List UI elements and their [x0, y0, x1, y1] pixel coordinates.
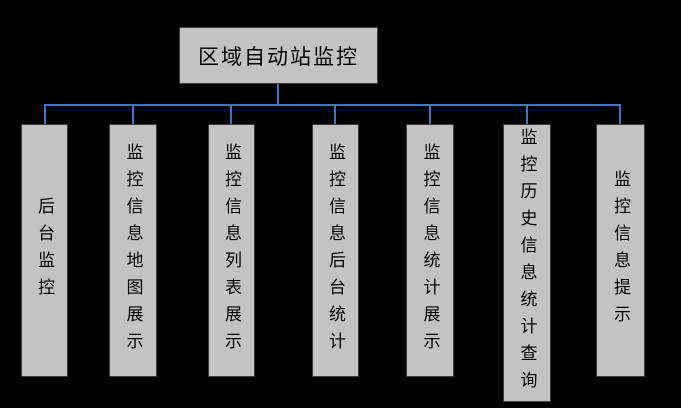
child-node-list-display: 监控信息列表展示 [208, 124, 255, 377]
child-node-backend-statistics: 监控信息后台统计 [312, 124, 359, 377]
root-node: 区域自动站监控 [179, 27, 378, 84]
child-node-history-statistics-query: 监控历史信息统计查询 [503, 124, 551, 402]
connector-root-drop [277, 84, 279, 106]
connector-horizontal-bus [44, 104, 621, 106]
connector-drop-4 [334, 104, 336, 124]
root-node-label: 区域自动站监控 [198, 44, 359, 69]
child-node-backend-monitoring: 后台监控 [21, 124, 68, 377]
child-node-label: 监控信息提示 [611, 169, 630, 332]
child-node-info-prompt: 监控信息提示 [596, 124, 645, 377]
child-node-label: 监控信息统计展示 [420, 142, 440, 359]
connector-drop-7 [619, 104, 621, 124]
child-node-label: 监控信息后台统计 [326, 142, 345, 359]
child-node-statistics-display: 监控信息统计展示 [406, 124, 454, 377]
child-node-label: 监控信息地图展示 [123, 142, 143, 359]
child-node-label: 后台监控 [35, 196, 54, 305]
child-node-map-display: 监控信息地图展示 [109, 124, 157, 377]
connector-drop-6 [526, 104, 528, 124]
connector-drop-5 [429, 104, 431, 124]
child-node-label: 监控信息列表展示 [222, 142, 241, 359]
connector-drop-3 [230, 104, 232, 124]
connector-drop-2 [132, 104, 134, 124]
child-node-label: 监控历史信息统计查询 [517, 128, 537, 398]
connector-drop-1 [44, 104, 46, 124]
